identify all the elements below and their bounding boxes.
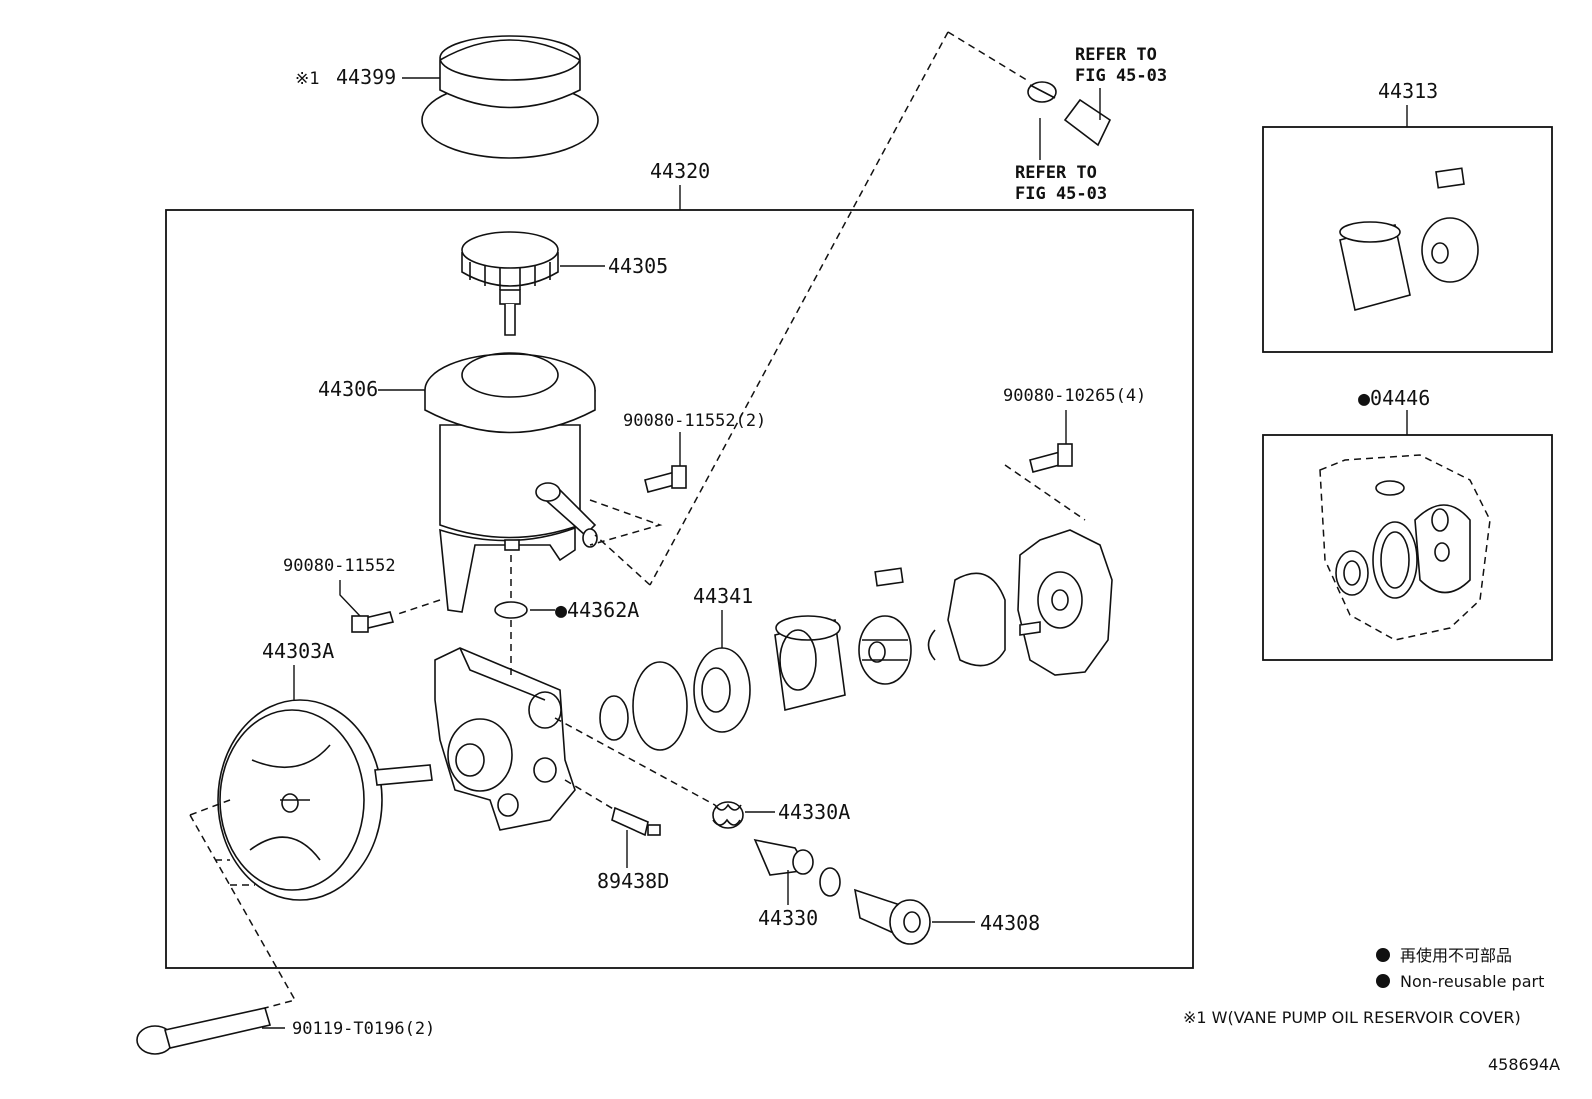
svg-text:※1: ※1	[295, 69, 319, 89]
reservoir-tank	[424, 352, 598, 613]
rear-cover	[1017, 529, 1113, 676]
cam-ring	[774, 615, 846, 711]
label-reservoir: 44306	[318, 377, 378, 401]
footnote: ※1 W(VANE PUMP OIL RESERVOIR COVER)	[1183, 1008, 1521, 1027]
legend-jp: 再使用不可部品	[1400, 946, 1512, 965]
pressure-sensor	[611, 806, 661, 837]
bolt-reservoir	[644, 465, 687, 493]
legend-dot-jp	[1376, 948, 1390, 962]
label-bolt-pulley: 90119-T0196(2)	[292, 1019, 435, 1039]
reservoir-cap	[461, 231, 559, 336]
label-spring: 44330A	[778, 800, 850, 824]
label-cover: 44399	[336, 65, 396, 89]
side-plate	[693, 647, 751, 733]
pulley	[217, 699, 433, 901]
hose-clamp	[1027, 81, 1112, 147]
oring-valve	[819, 867, 841, 897]
legend-dot-en	[1376, 974, 1390, 988]
label-refer-bot-2: FIG 45-03	[1015, 184, 1107, 204]
label-refer-bot-1: REFER TO	[1015, 163, 1097, 183]
snap-ring	[927, 629, 936, 661]
flow-valve	[753, 838, 814, 876]
bolt-bracket	[351, 611, 395, 633]
label-gasket-kit: ●04446	[1358, 386, 1430, 410]
kit-rotor	[1421, 217, 1479, 283]
label-pulley: 44303A	[262, 639, 334, 663]
spring	[712, 801, 744, 829]
label-oring: ●44362A	[555, 598, 639, 622]
label-cartridge-kit: 44313	[1378, 79, 1438, 103]
legend-en: Non-reusable part	[1400, 972, 1544, 991]
label-bolt-bracket: 90080-11552	[283, 556, 396, 576]
union-bolt	[853, 888, 931, 945]
kit-cam-ring	[1339, 221, 1411, 311]
oring-small	[494, 601, 528, 619]
oring-large	[632, 661, 688, 751]
reservoir-cover	[421, 35, 599, 159]
label-side-plate: 44341	[693, 584, 753, 608]
cover-mark: ※1	[295, 69, 319, 89]
label-refer-top-1: REFER TO	[1075, 45, 1157, 65]
pump-body	[434, 647, 576, 831]
figure-code: 458694A	[1488, 1055, 1560, 1074]
pulley-bolt	[136, 1007, 272, 1055]
gasket	[947, 572, 1006, 667]
kit-gaskets	[1319, 454, 1491, 641]
label-bolt-cover: 90080-10265(4)	[1003, 386, 1146, 406]
label-refer-top-2: FIG 45-03	[1075, 66, 1167, 86]
label-sensor: 89438D	[597, 869, 669, 893]
label-bolt-reservoir: 90080-11552(2)	[623, 411, 766, 431]
bolt-cover	[1029, 443, 1073, 473]
cartridge-kit-box	[1262, 126, 1553, 353]
label-cap: 44305	[608, 254, 668, 278]
kit-vane	[1435, 167, 1465, 189]
label-valve: 44330	[758, 906, 818, 930]
label-assembly: 44320	[650, 159, 710, 183]
rotor	[858, 615, 912, 685]
label-union: 44308	[980, 911, 1040, 935]
vane	[874, 567, 904, 587]
oring-medium	[599, 695, 629, 741]
